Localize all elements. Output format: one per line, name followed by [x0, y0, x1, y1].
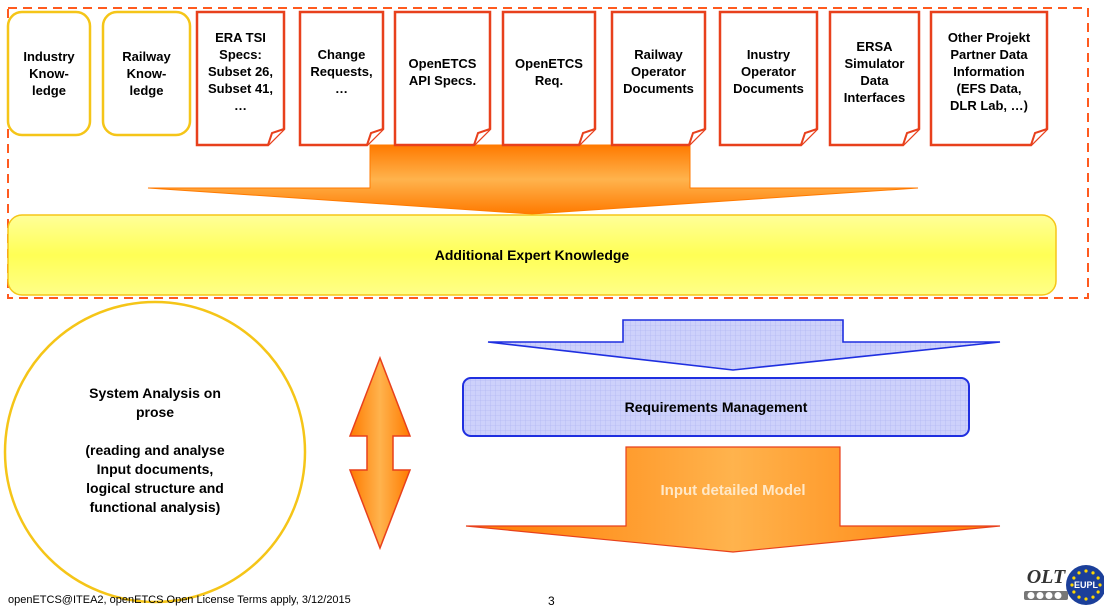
- sources-to-expert-arrow: [147, 144, 919, 215]
- source-label-1: Industry Know- ledge: [23, 49, 75, 98]
- eu-star: [1084, 597, 1088, 601]
- document-fold-corner: [267, 128, 285, 146]
- bidirectional-arrow: [348, 355, 412, 551]
- system-analysis-label: System Analysis on prose (reading and an…: [85, 384, 225, 515]
- source-label-9: ERSA Simulator Data Interfaces: [843, 38, 906, 105]
- eu-star: [1096, 576, 1100, 580]
- eu-star: [1091, 595, 1095, 599]
- input-model-arrow: [465, 446, 1001, 553]
- eu-star: [1070, 583, 1074, 587]
- document-fold-corner: [473, 128, 491, 146]
- eu-star: [1072, 576, 1076, 580]
- eu-star: [1077, 595, 1081, 599]
- expert-knowledge-label: Additional Expert Knowledge: [434, 246, 630, 263]
- document-fold-corner: [688, 128, 706, 146]
- document-fold-corner: [578, 128, 596, 146]
- footer-license-text: openETCS@ITEA2, openETCS Open License Te…: [8, 594, 351, 606]
- source-label-3: ERA TSI Specs: Subset 26, Subset 41, …: [207, 30, 274, 113]
- expert-knowledge-box: [7, 214, 1057, 296]
- input-model-label: Input detailed Model: [660, 481, 806, 499]
- source-label-8: Inustry Operator Documents: [733, 47, 804, 96]
- source-label-5: OpenETCS API Specs.: [408, 55, 477, 88]
- source-label-10: Other Projekt Partner Data Information (…: [947, 30, 1031, 113]
- olt-eupl-logo: EUPL OLT: [1024, 565, 1104, 605]
- document-fold-corner: [1030, 128, 1048, 146]
- eu-star: [1072, 590, 1076, 594]
- olt-logo-text: OLT: [1027, 566, 1066, 588]
- footer-page-number: 3: [548, 594, 555, 608]
- source-label-4: Change Requests, …: [310, 47, 373, 96]
- eupl-badge-text: EUPL: [1074, 580, 1099, 590]
- eu-star: [1084, 569, 1088, 573]
- knowledge-box-1: [6, 10, 92, 137]
- document-fold-corner: [800, 128, 818, 146]
- system-analysis-circle: [3, 300, 307, 604]
- eu-star: [1091, 571, 1095, 575]
- document-fold-corner: [902, 128, 920, 146]
- source-label-2: Railway Know- ledge: [122, 49, 171, 98]
- knowledge-box-2: [101, 10, 192, 137]
- document-fold-corner: [366, 128, 384, 146]
- sources-region-border: [7, 7, 1089, 299]
- eu-star: [1098, 583, 1102, 587]
- requirements-management-box: [462, 377, 970, 437]
- source-label-7: Railway Operator Documents: [623, 47, 694, 96]
- eu-star: [1096, 590, 1100, 594]
- expert-to-requirements-arrow: [487, 319, 1001, 371]
- source-label-6: OpenETCS Req.: [515, 55, 583, 88]
- eu-star: [1077, 571, 1081, 575]
- requirements-management-label: Requirements Management: [624, 398, 808, 415]
